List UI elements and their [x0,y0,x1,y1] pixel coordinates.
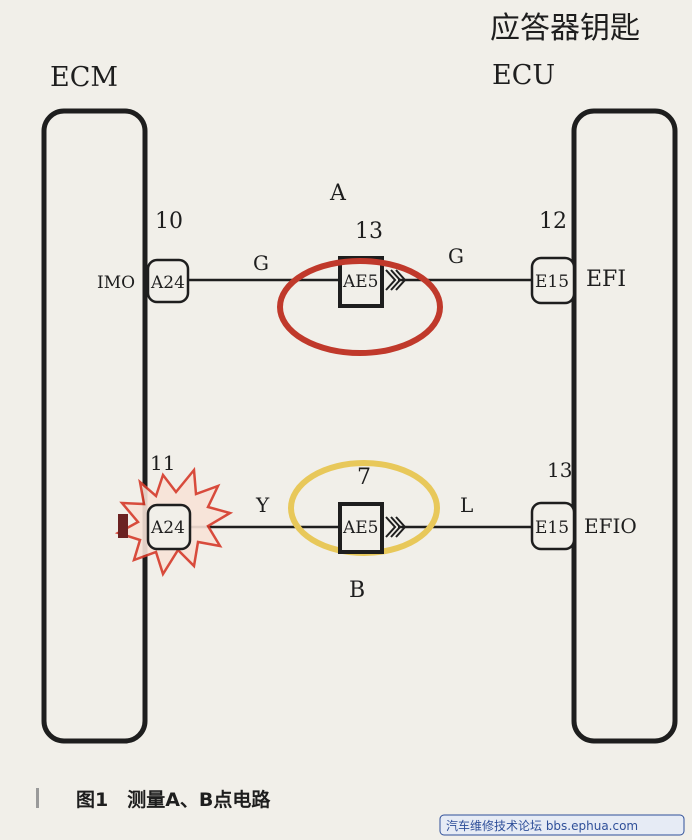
wire-b-left-color: Y [255,493,270,517]
ecm-connector-b [146,503,192,551]
ecu-module-box [571,108,678,744]
middle-pin-b: 7 [357,465,371,490]
wire-b-right-color: L [460,493,473,517]
middle-connector-a [338,256,384,308]
middle-pin-a: 13 [355,219,383,244]
ecm-module-box [41,108,148,744]
wire-a-right-color: G [448,244,464,268]
point-a-label: A [329,181,347,206]
ecm-pin-b: 11 [150,451,175,475]
caption-bar [36,788,39,808]
measurement-ring-a [277,258,443,356]
ecm-connector-b-label: A24 [150,518,185,538]
efio-terminal-label: EFIO [584,514,637,538]
ecu-pin-b: 13 [547,458,572,482]
ecm-label: ECM [50,62,118,93]
ecu-connector-b-label: E15 [535,518,569,538]
terminal-spring-a-icon [385,269,407,291]
point-b-label: B [349,578,365,603]
ecu-pin-a: 12 [539,209,567,234]
watermark-text: 汽车维修技术论坛 bbs.ephua.com [446,818,638,833]
ecm-pin-a: 10 [155,209,183,234]
efi-terminal-label: EFI [586,267,626,292]
middle-connector-a-label: AE5 [342,272,379,292]
wire-a-left-color: G [253,251,269,275]
ecu-connector-b [530,501,576,551]
ecu-connector-a-label: E15 [535,272,569,292]
imo-terminal-label: IMO [97,273,135,293]
ecm-connector-a [146,258,190,304]
ecu-label: ECU [492,60,555,91]
middle-connector-b [338,502,384,554]
figure-caption: 图1 测量A、B点电路 [76,788,271,811]
ecu-connector-a [530,256,576,305]
ecm-connector-a-label: A24 [150,273,185,293]
key-title: 应答器钥匙 [490,11,640,46]
terminal-spring-b-icon [385,516,407,538]
watermark-box [439,814,685,836]
middle-connector-b-label: AE5 [342,518,379,538]
